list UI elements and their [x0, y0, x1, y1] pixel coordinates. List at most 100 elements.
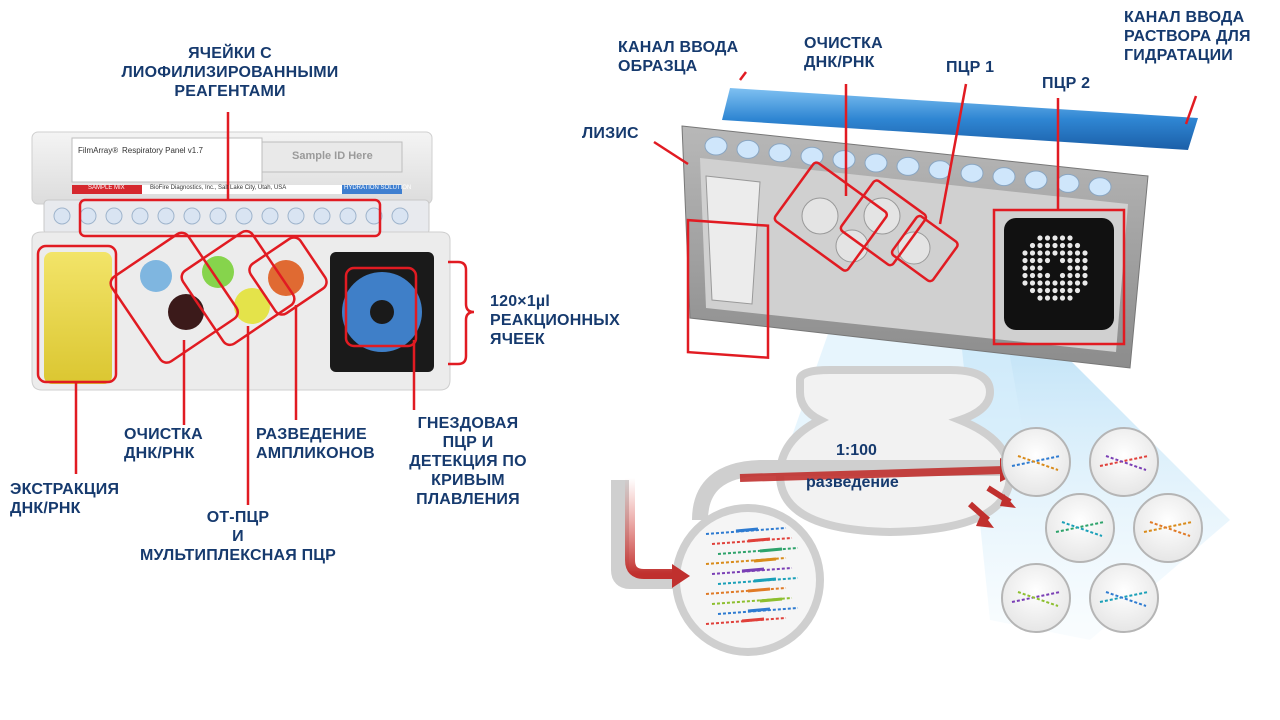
array-dot — [1059, 272, 1066, 279]
primer-arrow — [753, 577, 777, 583]
amplicon-line — [1105, 455, 1147, 471]
label-nested-pcr: ГНЕЗДОВАЯ ПЦР И ДЕТЕКЦИЯ ПО КРИВЫМ ПЛАВЛ… — [409, 415, 527, 508]
frame-wells — [704, 136, 1112, 197]
array-dot — [1059, 287, 1066, 294]
frame-well — [896, 156, 920, 176]
array-dot — [1044, 250, 1051, 256]
array-dot — [1022, 265, 1028, 271]
array-dot — [1037, 235, 1043, 241]
purification-bulbs — [801, 197, 931, 265]
array-dot — [1029, 265, 1036, 271]
highlight-boxes-right — [653, 71, 1198, 360]
primer-arrow — [753, 557, 777, 563]
array-dot — [1037, 280, 1043, 286]
label-lyophilized-cells: ЯЧЕЙКИ С ЛИОФИЛИЗИРОВАННЫМИ РЕАГЕНТАМИ — [121, 45, 339, 100]
primer-arrow — [735, 527, 759, 533]
reagent-well — [53, 207, 71, 225]
detection-well — [1089, 427, 1159, 497]
amplicon-line — [1011, 591, 1061, 603]
array-dot — [1044, 272, 1051, 279]
array-dot — [1037, 272, 1043, 279]
array-dot — [1074, 242, 1081, 249]
hydration-solution: HYDRATION SOLUTION — [344, 185, 412, 191]
array-dot — [1067, 242, 1073, 249]
array-dot — [1082, 280, 1088, 286]
array-dot — [1044, 235, 1051, 241]
array-dot — [1029, 242, 1036, 249]
frame-well — [736, 139, 760, 159]
reagent-well — [287, 207, 305, 225]
pouch — [31, 131, 451, 391]
array-dot — [1029, 280, 1036, 286]
detection-well — [1001, 427, 1071, 497]
array-dot — [1067, 265, 1073, 271]
reagent-well — [365, 207, 383, 225]
detection-well — [1089, 563, 1159, 633]
array-dot — [1074, 257, 1081, 264]
reaction-bracket — [448, 260, 475, 366]
reagent-well — [235, 207, 253, 225]
array-dot — [1082, 272, 1088, 279]
label-sample-channel: КАНАЛ ВВОДА ОБРАЗЦА — [618, 39, 739, 75]
label-pcr2: ПЦР 2 — [1042, 75, 1091, 92]
primer-arrow — [747, 607, 771, 613]
array-dot — [1082, 250, 1088, 256]
array-dot — [1044, 242, 1051, 249]
array-dot — [1052, 242, 1058, 249]
primer-arrow — [741, 617, 765, 623]
amplicon-line — [1143, 521, 1193, 533]
reagent-well — [313, 207, 331, 225]
sample-mix: SAMPLE MIX — [88, 185, 125, 191]
detection-well — [1133, 493, 1203, 563]
reagent-well — [105, 207, 123, 225]
reagent-well — [209, 207, 227, 225]
frame-well — [1088, 177, 1112, 197]
reagent-well — [157, 207, 175, 225]
array-dot — [1067, 280, 1073, 286]
detection-well — [1045, 493, 1115, 563]
label-amplicon-dilution: РАЗВЕДЕНИЕ АМПЛИКОНОВ — [256, 426, 375, 462]
primer-arrow — [759, 597, 783, 603]
label-reaction-cells: 120×1µl РЕАКЦИОННЫХ ЯЧЕЕК — [490, 293, 620, 348]
amplicon-line — [1099, 455, 1149, 467]
array-dot — [1044, 287, 1051, 294]
label-pcr1: ПЦР 1 — [946, 59, 995, 76]
array-dot — [1074, 280, 1081, 286]
primer-arrow — [747, 587, 771, 593]
array-dot — [1037, 242, 1043, 249]
array-dots — [1022, 235, 1088, 301]
reagent-well — [391, 207, 409, 225]
array-dot — [1044, 280, 1051, 286]
array-dot — [1059, 280, 1066, 286]
amplicon-line — [1055, 521, 1105, 533]
array-dot — [1067, 287, 1073, 294]
pcr2-array — [1004, 218, 1114, 330]
array-dot — [1022, 250, 1028, 256]
amplicon-line — [1061, 521, 1103, 537]
label-extraction: ЭКСТРАКЦИЯ ДНК/РНК — [10, 481, 120, 517]
detection-well — [1001, 563, 1071, 633]
array-dot — [1052, 295, 1058, 301]
array-dot — [1082, 257, 1088, 264]
array-dot — [1037, 250, 1043, 256]
primer-arrow — [759, 547, 783, 553]
frame-well — [992, 167, 1016, 187]
frame-well — [864, 153, 888, 173]
frame-well — [1056, 173, 1080, 193]
frame-well — [960, 163, 984, 183]
pouch-panel: Respiratory Panel v1.7 — [122, 146, 203, 155]
array-dot — [1044, 295, 1051, 301]
array-dot — [1029, 272, 1036, 279]
array-dot — [1052, 280, 1058, 286]
dilution-ratio: 1:100 — [836, 442, 877, 459]
array-dot — [1067, 257, 1073, 264]
array-dot — [1074, 250, 1081, 256]
array-dot — [1037, 287, 1043, 294]
array-dot — [1074, 287, 1081, 294]
array-dot — [1074, 265, 1081, 271]
array-dot — [1022, 257, 1028, 264]
highlight-boxes-left — [36, 112, 418, 505]
detection-wells — [1001, 427, 1203, 633]
label-rt-pcr: ОТ-ПЦР И МУЛЬТИПЛЕКСНАЯ ПЦР — [139, 509, 337, 564]
array-dot — [1037, 257, 1043, 264]
